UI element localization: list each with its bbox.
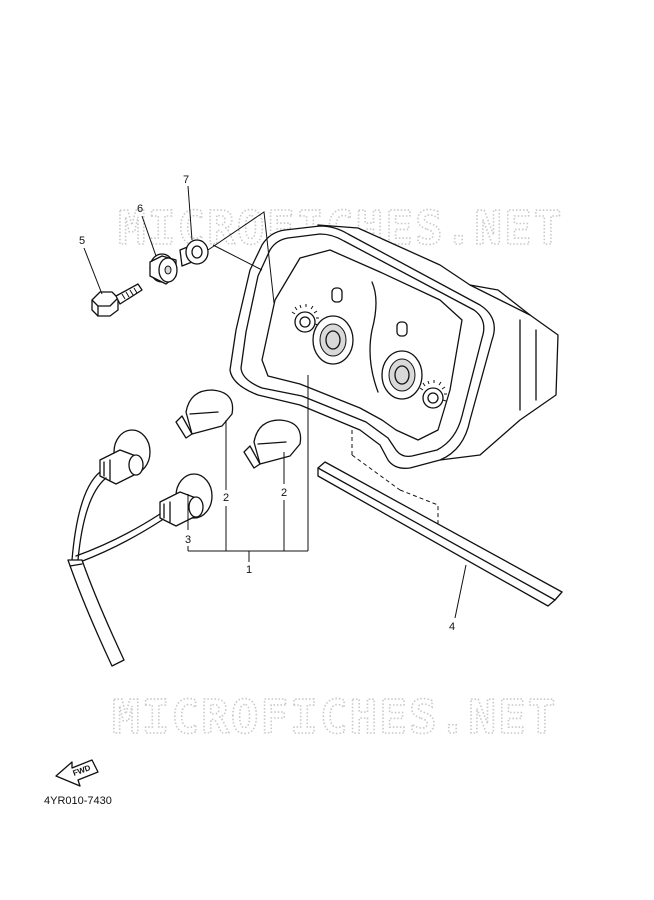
socket-lower bbox=[159, 473, 213, 527]
callout-3: 3 bbox=[185, 534, 191, 546]
callout-4: 4 bbox=[449, 621, 455, 633]
callout-1: 1 bbox=[246, 564, 252, 576]
damper-strip bbox=[317, 461, 563, 607]
bulb-lower bbox=[243, 419, 302, 469]
callout-2-left: 2 bbox=[223, 492, 229, 504]
part-code: 4YR010-7430 bbox=[44, 795, 112, 807]
wire-harness bbox=[67, 471, 163, 667]
socket-upper bbox=[99, 429, 151, 485]
tail-light-housing bbox=[229, 224, 559, 530]
leader-lines bbox=[83, 185, 467, 619]
callout-7: 7 bbox=[183, 174, 189, 186]
callout-5: 5 bbox=[79, 235, 85, 247]
watermark-bottom: MICROFICHES.NET bbox=[112, 690, 557, 744]
callout-6: 6 bbox=[137, 203, 143, 215]
grommet bbox=[149, 253, 178, 285]
forward-arrow-icon: FWD bbox=[55, 759, 99, 787]
screw bbox=[91, 283, 143, 317]
callout-2-right: 2 bbox=[281, 487, 287, 499]
bulb-upper bbox=[175, 389, 234, 439]
collar bbox=[179, 239, 209, 267]
